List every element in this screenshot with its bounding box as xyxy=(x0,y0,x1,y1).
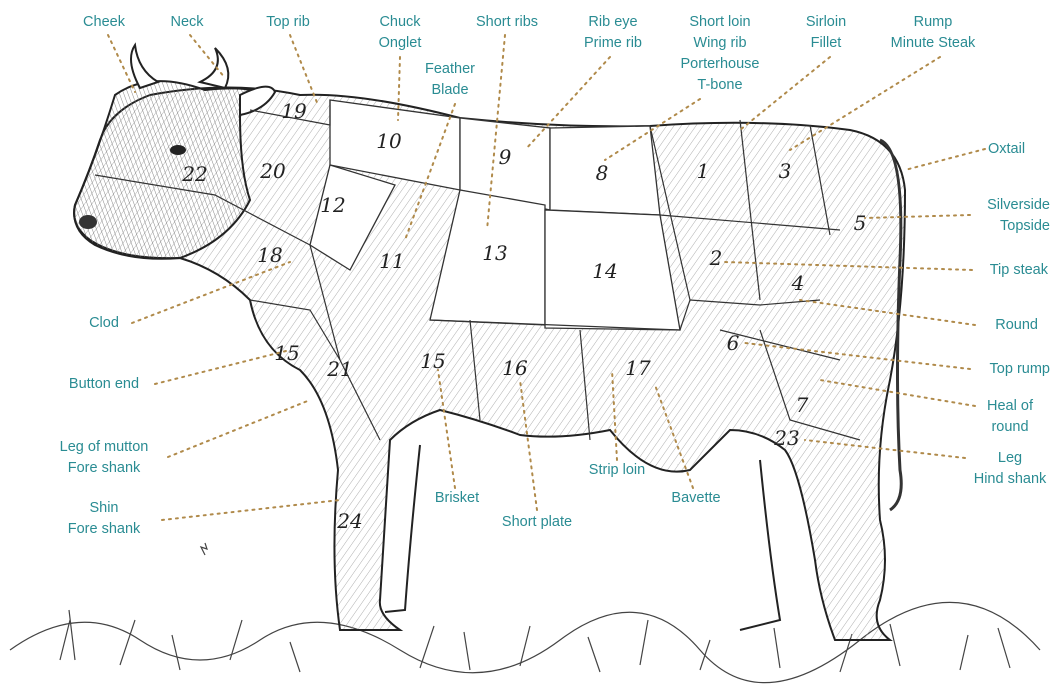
cut-number-9: 9 xyxy=(499,145,512,169)
label-short-ribs: Short ribs xyxy=(476,12,538,33)
cut-number-18: 18 xyxy=(257,243,282,267)
cut-number-3: 3 xyxy=(779,159,792,183)
cut-number-6: 6 xyxy=(727,331,740,355)
label-tip-steak: Tip steak xyxy=(990,260,1048,281)
label-oxtail: Oxtail xyxy=(988,139,1025,160)
label-strip-loin: Strip loin xyxy=(589,460,645,481)
cut-number-10: 10 xyxy=(376,129,402,153)
label-short-plate: Short plate xyxy=(502,512,572,533)
cut-number-7: 7 xyxy=(796,393,809,417)
cut-number-22: 22 xyxy=(181,162,207,186)
cut-number-1: 1 xyxy=(697,159,710,183)
label-button-end: Button end xyxy=(69,374,139,395)
cut-number-5: 5 xyxy=(854,211,867,235)
cut-number-24: 24 xyxy=(336,509,362,533)
label-brisket: Brisket xyxy=(435,488,479,509)
label-neck: Neck xyxy=(170,12,203,33)
label-bavette: Bavette xyxy=(671,488,720,509)
label-cheek: Cheek xyxy=(83,12,125,33)
label-top-rump: Top rump xyxy=(990,359,1050,380)
cut-number-17: 17 xyxy=(625,356,651,380)
cut-number-13: 13 xyxy=(482,241,507,265)
cut-number-2: 2 xyxy=(709,246,723,270)
cut-number-20: 20 xyxy=(259,159,286,183)
label-top-rib: Top rib xyxy=(266,12,310,33)
cut-number-12: 12 xyxy=(320,193,345,217)
cut-number-15a: 15 xyxy=(274,341,299,365)
cut-number-19: 19 xyxy=(281,99,307,123)
cut-number-16: 16 xyxy=(502,356,528,380)
cut-number-21: 21 xyxy=(326,357,352,381)
cut-number-15b: 15 xyxy=(420,349,445,373)
cut-number-14: 14 xyxy=(592,259,617,283)
cut-number-8: 8 xyxy=(596,161,609,185)
cut-number-11: 11 xyxy=(379,249,404,273)
label-round: Round xyxy=(995,315,1038,336)
cut-number-23: 23 xyxy=(773,426,799,450)
label-clod: Clod xyxy=(89,313,119,334)
cut-number-4: 4 xyxy=(791,271,805,295)
